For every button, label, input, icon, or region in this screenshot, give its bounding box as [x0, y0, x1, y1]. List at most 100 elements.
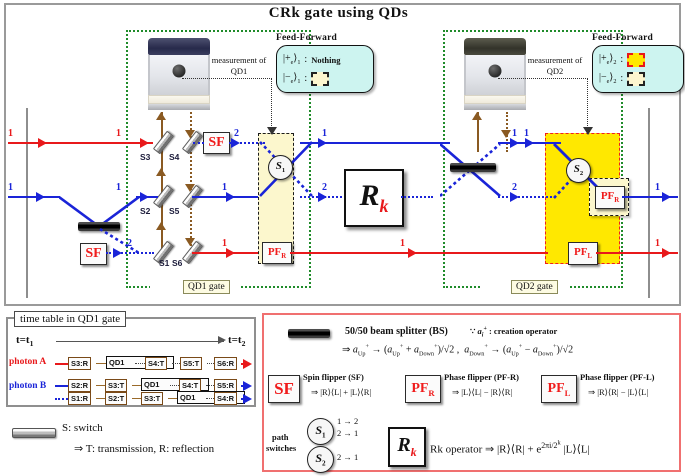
- measurement-qd1-label: measurement of QD1: [211, 55, 267, 76]
- qd1-measurement-lead-h: [182, 78, 272, 79]
- path-switch-2[interactable]: S2: [566, 158, 591, 183]
- tt-rowA-lead: [55, 363, 68, 365]
- ff2-sep-1: :: [620, 54, 624, 65]
- phase-flipper-l-qd2-label: PFL: [574, 246, 592, 261]
- output-red-arrow: [662, 248, 671, 258]
- legend-rk-box-label: Rk: [397, 434, 417, 459]
- legend-path-switch-1-label: S1: [315, 423, 326, 440]
- tt-rowB2-link-3: [206, 398, 214, 399]
- mid-port-top: 1: [322, 128, 327, 139]
- spin-flipper-top[interactable]: SF: [203, 132, 230, 154]
- output-blue-port: 1: [655, 182, 660, 193]
- phase-flipper-r-qd1[interactable]: PFR: [262, 242, 292, 264]
- tt-rowA-cell-0: S3:R: [68, 357, 92, 370]
- qd2-body: [464, 55, 526, 95]
- measurement-qd2-label: measurement of QD2: [527, 55, 583, 76]
- ff1-value-1: Nothing: [311, 54, 341, 65]
- ff1-swatch-pale: [311, 71, 330, 86]
- qd1-brown-beam-left: [161, 112, 163, 254]
- feed-forward-2-row-minus: |−e⟩2 :: [599, 69, 677, 88]
- legend-pfl-box-label: PFL: [547, 380, 571, 398]
- phase-flipper-r-qd1-sub: R: [281, 253, 287, 261]
- path-switch-1[interactable]: S1: [268, 155, 293, 180]
- tt-rowA-link-2: [172, 363, 180, 364]
- feed-forward-2-row-plus: |+e⟩2 :: [599, 50, 677, 69]
- qd2-gate-label: QD2 gate: [511, 280, 558, 294]
- time-table-title: time table in QD1 gate: [14, 311, 127, 327]
- switch-s1-label: S1: [159, 258, 170, 268]
- legend-path-switch-2-label: S2: [315, 451, 326, 468]
- spin-flipper-bottom[interactable]: SF: [80, 243, 107, 265]
- photon-a-port-s3: 1: [116, 128, 121, 139]
- phase-flipper-r-qd2[interactable]: PFR: [595, 186, 625, 209]
- spin-flipper-top-label: SF: [208, 135, 225, 150]
- mid-blue-bottom-arrow: [318, 192, 327, 202]
- beam-splitter-middle: [450, 163, 496, 172]
- photon-b-arrow-s2: [140, 192, 149, 202]
- legend-rk-tail: |L⟩⟨L|: [563, 443, 590, 456]
- output-blue-line: [622, 196, 678, 198]
- phase-flipper-l-qd2-sub: L: [587, 253, 592, 261]
- ket-plus-2: |+e⟩2: [599, 53, 617, 66]
- qd2-measurement-lead-v: [587, 78, 588, 134]
- post-bs-port-bottom: 2: [512, 182, 517, 193]
- qd1-strip: [148, 95, 210, 104]
- switch-s6-label: S6: [172, 258, 183, 268]
- qd1-brown-arrow-f: [185, 238, 195, 246]
- photon-a-mid-long: [290, 252, 548, 254]
- legend-bs-title: 50/50 beam splitter (BS): [345, 326, 448, 337]
- legend-pfr-box: PFR: [405, 375, 441, 403]
- time-table-t-start: t=t1: [16, 334, 34, 349]
- output-red-line: [596, 252, 678, 254]
- left-rail: [26, 108, 28, 298]
- photon-b-diag-up: [99, 195, 141, 227]
- photon-b-arrow-sf-s1: [113, 248, 122, 258]
- ff2-swatch-pale: [627, 71, 646, 86]
- photon-b-dotted-sf-s1: [106, 252, 154, 254]
- mid-port-bottom: 2: [322, 182, 327, 193]
- photon-a-mid-arrow: [408, 248, 417, 258]
- tt-rowB1-link-1: [132, 385, 141, 386]
- output-red-port: 1: [655, 238, 660, 249]
- rk-out-line: [401, 196, 433, 198]
- legend-pfr-formula: ⇒ |L⟩⟨L| − |R⟩⟨R|: [452, 387, 513, 397]
- qd1-brown-beam-right: [190, 112, 192, 254]
- tt-rowA-link-3: [207, 363, 214, 364]
- legend-pfr-box-label: PFR: [411, 380, 435, 398]
- qd2-brown-arrow-a: [472, 112, 482, 120]
- right-rail: [648, 108, 650, 298]
- legend-path-switch-label-2: switches: [266, 443, 297, 453]
- qd1-cap: [148, 38, 210, 55]
- photon-a-arrow-s6: [226, 248, 235, 258]
- feed-forward-1-row-plus: |+e⟩1 : Nothing: [283, 50, 367, 69]
- legend-panel: [262, 313, 681, 472]
- photon-b-diag-down: [58, 195, 99, 227]
- qd2-aperture-icon: [488, 64, 502, 78]
- path-switch-1-label: S1: [275, 160, 286, 175]
- rk-operator-box[interactable]: Rk: [344, 169, 404, 227]
- beam-splitter-input: [78, 222, 120, 231]
- legend-rk-text: Rk operator ⇒ |R⟩⟨R| + e2πi/2k |L⟩⟨L|: [430, 439, 590, 455]
- switch-s5-label: S5: [169, 206, 180, 216]
- qd1-body: [148, 55, 210, 95]
- rk-operator-sub: k: [379, 196, 389, 216]
- phase-flipper-l-qd2[interactable]: PFL: [568, 242, 598, 265]
- legend-pfl-formula: ⇒ |R⟩⟨R| − |L⟩⟨L|: [588, 387, 649, 397]
- legend-path-switch-2-rule-0: 2 → 1: [337, 452, 359, 462]
- switch-s2-label: S2: [140, 206, 151, 216]
- tt-rowB2-link-0: [96, 398, 105, 399]
- tt-rowB2-link-2: [168, 398, 177, 399]
- tt-rowA-cell-3: S5:T: [180, 357, 203, 370]
- legend-pfl-box-sub: L: [564, 387, 571, 398]
- qd2-brown-arrow-b: [501, 130, 511, 138]
- legend-path-switch-2-sub: 2: [322, 459, 326, 468]
- qd2-brown-beam-left: [477, 112, 479, 152]
- qd2-cap: [464, 38, 526, 55]
- tt-rowB2-cell-1: S2:T: [105, 392, 128, 405]
- spin-flipper-bottom-label: SF: [85, 246, 102, 261]
- qd1-base: [148, 104, 210, 110]
- switch-s3-label: S3: [140, 152, 151, 162]
- qd1-brown-arrow-e: [185, 184, 195, 192]
- page-title: CRk gate using QDs: [268, 5, 409, 21]
- tt-rowB1-cell-0: S2:R: [68, 379, 92, 392]
